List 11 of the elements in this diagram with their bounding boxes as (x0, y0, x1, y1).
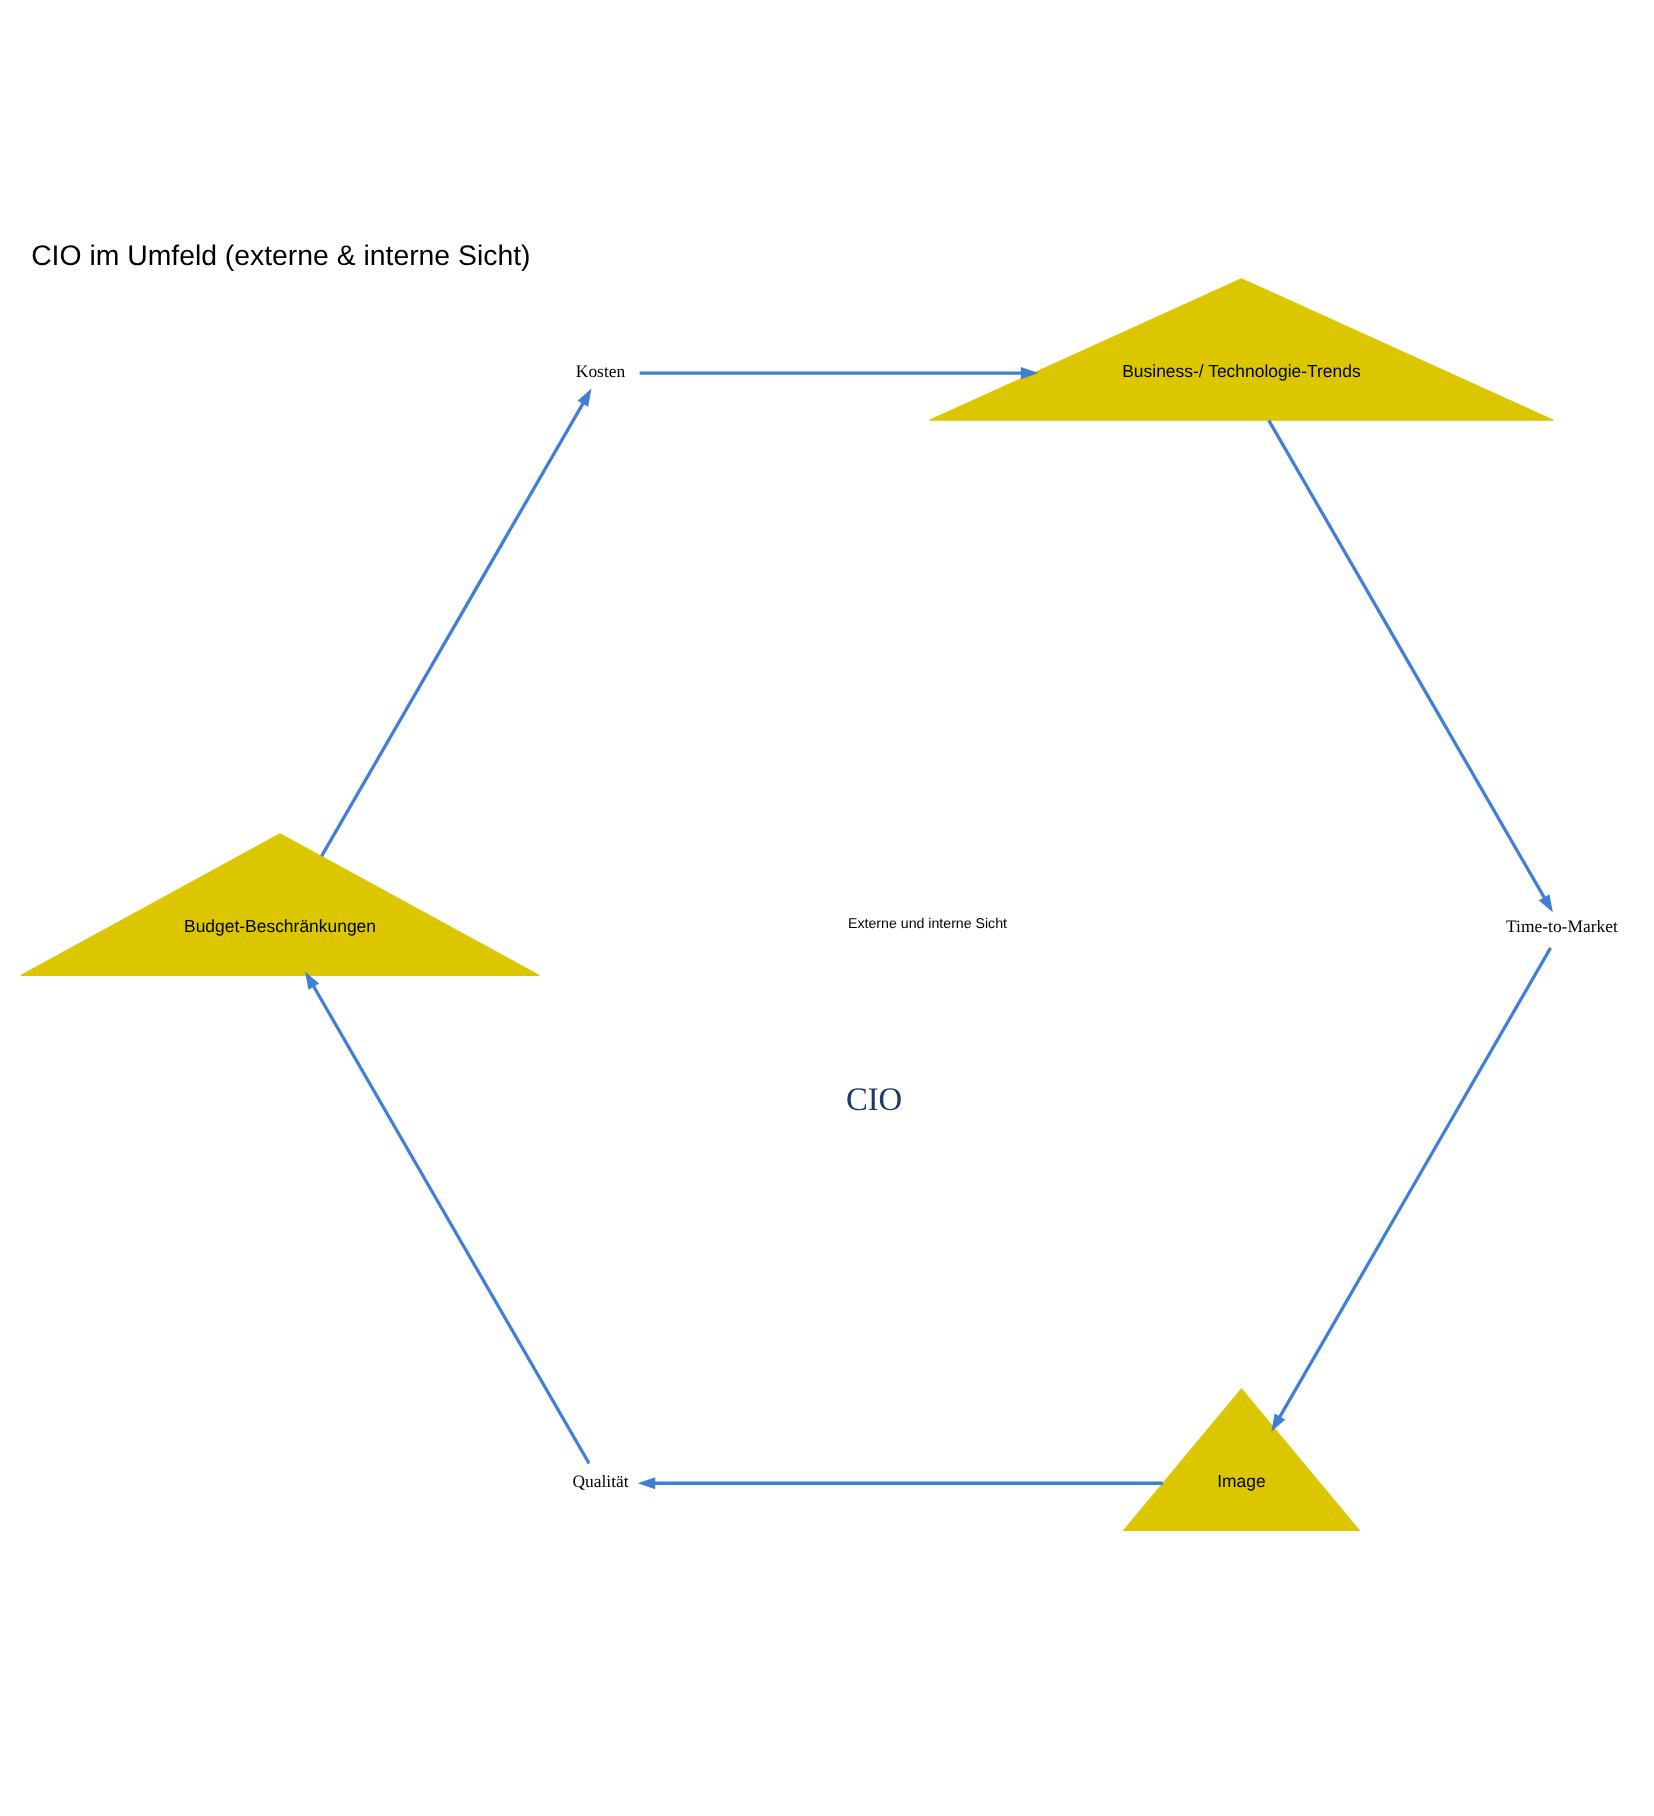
arrow (320, 388, 592, 857)
arrow (1271, 947, 1552, 1432)
node-text: Qualität (572, 1471, 629, 1492)
arrow (637, 1477, 1163, 1490)
node-text: Kosten (575, 361, 626, 382)
node-text: Time-to-Market (1506, 916, 1618, 937)
diagram-title: CIO im Umfeld (externe & interne Sicht) (31, 241, 531, 274)
arrow (639, 367, 1039, 380)
label: CIO (845, 1079, 903, 1118)
arrow (305, 971, 591, 1465)
arrow (1267, 419, 1553, 913)
